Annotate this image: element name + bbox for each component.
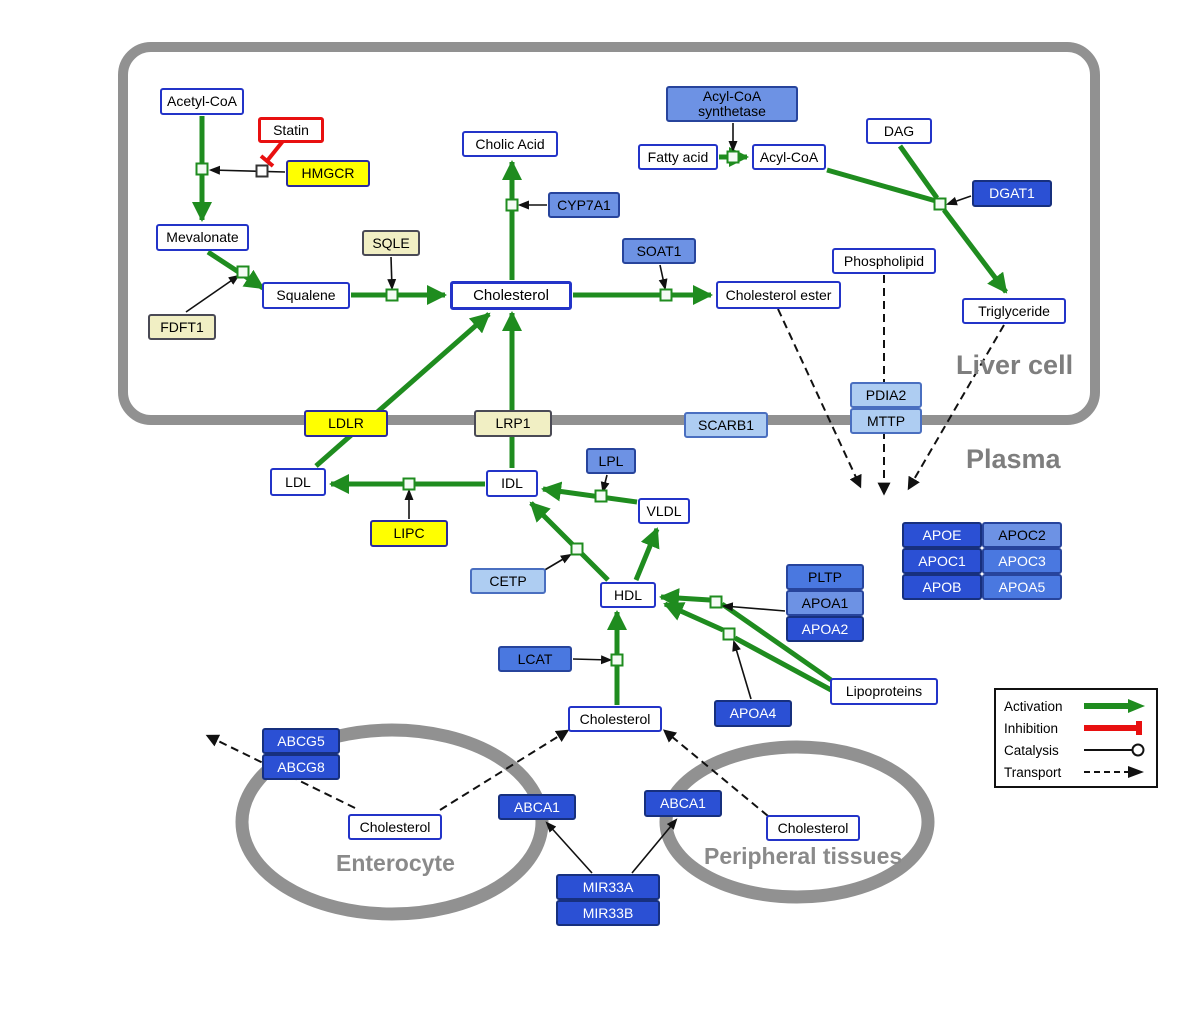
liver-membrane <box>118 42 1100 425</box>
node-cyp7a1[interactable]: CYP7A1 <box>548 192 620 218</box>
node-cholesterol-peripheral[interactable]: Cholesterol <box>766 815 860 841</box>
legend-transport-label: Transport <box>1004 764 1062 780</box>
node-apob[interactable]: APOB <box>902 574 982 600</box>
node-mttp[interactable]: MTTP <box>850 408 922 434</box>
node-lipc[interactable]: LIPC <box>370 520 448 547</box>
catalysis-circle-icon <box>1084 743 1145 757</box>
inhibition-edge <box>259 139 285 168</box>
node-idl[interactable]: IDL <box>486 470 538 497</box>
node-dgat1[interactable]: DGAT1 <box>972 180 1052 207</box>
activation-arrow-icon <box>1084 699 1145 713</box>
node-cetp[interactable]: CETP <box>470 568 546 594</box>
node-apoc1[interactable]: APOC1 <box>902 548 982 574</box>
node-acyl-coa[interactable]: Acyl-CoA <box>752 144 826 170</box>
node-sqle[interactable]: SQLE <box>362 230 420 256</box>
node-cholesterol-plasma[interactable]: Cholesterol <box>568 706 662 732</box>
legend-catalysis-label: Catalysis <box>1004 742 1059 758</box>
node-abcg8[interactable]: ABCG8 <box>262 754 340 780</box>
node-apoa5[interactable]: APOA5 <box>982 574 1062 600</box>
plasma-label: Plasma <box>966 444 1061 474</box>
peripheral-tissues-label: Peripheral tissues <box>704 843 903 869</box>
legend-row-transport: Transport <box>1004 761 1148 783</box>
node-vldl[interactable]: VLDL <box>638 498 690 524</box>
node-soat1[interactable]: SOAT1 <box>622 238 696 264</box>
node-apoe[interactable]: APOE <box>902 522 982 548</box>
node-squalene[interactable]: Squalene <box>262 282 350 309</box>
node-triglyceride[interactable]: Triglyceride <box>962 298 1066 324</box>
liver-cell-label: Liver cell <box>956 350 1074 380</box>
node-hmgcr[interactable]: HMGCR <box>286 160 370 187</box>
node-mir33a[interactable]: MIR33A <box>556 874 660 900</box>
inhibition-tbar-icon <box>1084 721 1142 735</box>
node-apoa1[interactable]: APOA1 <box>786 590 864 616</box>
node-dag[interactable]: DAG <box>866 118 932 144</box>
legend-row-catalysis: Catalysis <box>1004 739 1148 761</box>
node-acyl-coa-synthetase[interactable]: Acyl-CoA synthetase <box>666 86 798 122</box>
node-lrp1[interactable]: LRP1 <box>474 410 552 437</box>
legend-row-activation: Activation <box>1004 695 1148 717</box>
node-abca1-enterocyte[interactable]: ABCA1 <box>498 794 576 820</box>
node-cholesterol-liver[interactable]: Cholesterol <box>450 281 572 310</box>
node-apoa2[interactable]: APOA2 <box>786 616 864 642</box>
node-mevalonate[interactable]: Mevalonate <box>156 224 249 251</box>
transport-dashed-arrow-icon <box>1084 766 1144 778</box>
node-lcat[interactable]: LCAT <box>498 646 572 672</box>
node-phospholipid[interactable]: Phospholipid <box>832 248 936 274</box>
legend: Activation Inhibition Catalysis Transpor… <box>994 688 1158 788</box>
node-hdl[interactable]: HDL <box>600 582 656 608</box>
node-cholic-acid[interactable]: Cholic Acid <box>462 131 558 157</box>
legend-inhibition-label: Inhibition <box>1004 720 1059 736</box>
node-apoa4[interactable]: APOA4 <box>714 700 792 727</box>
node-pdia2[interactable]: PDIA2 <box>850 382 922 408</box>
node-apoc3[interactable]: APOC3 <box>982 548 1062 574</box>
node-abca1-peripheral[interactable]: ABCA1 <box>644 790 722 817</box>
node-mir33b[interactable]: MIR33B <box>556 900 660 926</box>
node-cholesterol-enterocyte[interactable]: Cholesterol <box>348 814 442 840</box>
node-ldl[interactable]: LDL <box>270 468 326 496</box>
node-scarb1[interactable]: SCARB1 <box>684 412 768 438</box>
enterocyte-label: Enterocyte <box>336 850 455 876</box>
node-pltp[interactable]: PLTP <box>786 564 864 590</box>
node-lipoproteins[interactable]: Lipoproteins <box>830 678 938 705</box>
node-acetyl-coa[interactable]: Acetyl-CoA <box>160 88 244 115</box>
legend-activation-label: Activation <box>1004 698 1063 714</box>
node-cholesterol-ester[interactable]: Cholesterol ester <box>716 281 841 309</box>
node-fdft1[interactable]: FDFT1 <box>148 314 216 340</box>
node-abcg5[interactable]: ABCG5 <box>262 728 340 754</box>
node-apoc2[interactable]: APOC2 <box>982 522 1062 548</box>
node-statin[interactable]: Statin <box>258 117 324 143</box>
node-fatty-acid[interactable]: Fatty acid <box>638 144 718 170</box>
legend-row-inhibition: Inhibition <box>1004 717 1148 739</box>
node-lpl[interactable]: LPL <box>586 448 636 474</box>
node-ldlr[interactable]: LDLR <box>304 410 388 437</box>
